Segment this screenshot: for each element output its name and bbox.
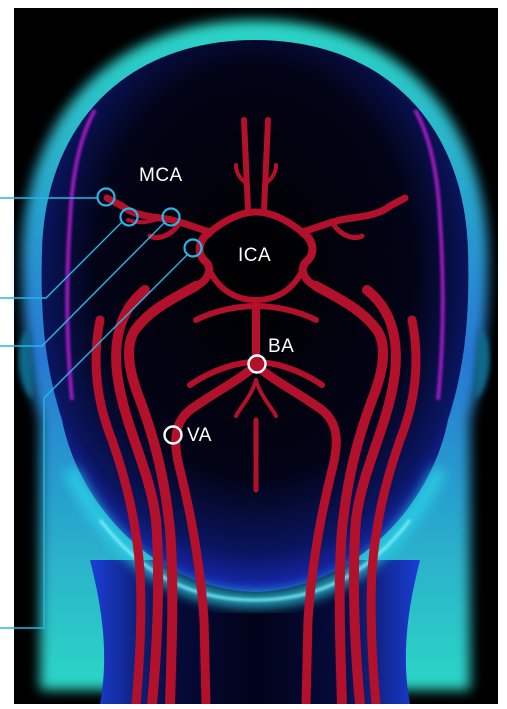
aca-right	[264, 120, 268, 210]
label-mca: MCA	[139, 165, 183, 187]
label-ica: ICA	[238, 245, 271, 267]
aca-left	[244, 120, 248, 210]
label-ba: BA	[268, 336, 294, 358]
label-va: VA	[187, 425, 212, 447]
